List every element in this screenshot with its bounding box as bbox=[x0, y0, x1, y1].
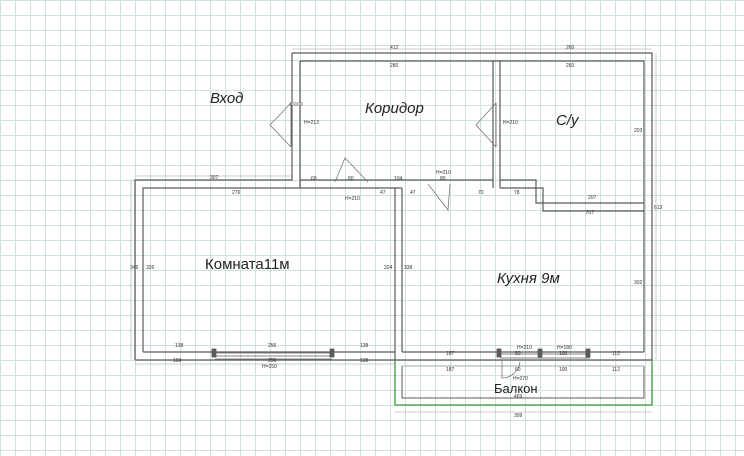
dim-label: 302 bbox=[634, 280, 643, 286]
dim-label: H=150 bbox=[262, 364, 277, 370]
dim-label: 168 bbox=[173, 358, 182, 364]
dim-label: 187 bbox=[446, 367, 455, 373]
dim-label: 100 bbox=[559, 351, 568, 357]
room-label-corridor: Коридор bbox=[365, 100, 424, 117]
dim-label: H=210 bbox=[345, 196, 360, 202]
kitchen-balcony-window bbox=[496, 348, 591, 379]
dim-label: 309 bbox=[514, 413, 523, 419]
dim-label: 469 bbox=[514, 394, 523, 400]
dim-label: H=213 bbox=[304, 120, 319, 126]
dim-label: 338 bbox=[404, 265, 413, 271]
room-label-entrance: Вход bbox=[210, 90, 244, 107]
dim-label: 260 bbox=[566, 63, 575, 69]
dim-label: 326 bbox=[146, 265, 155, 271]
dim-label: 203 bbox=[634, 128, 643, 134]
dim-label: 47 bbox=[410, 190, 416, 196]
dim-label: 138 bbox=[175, 343, 184, 349]
room-label-kitchen: Кухня 9м bbox=[497, 270, 560, 287]
doors bbox=[269, 102, 497, 212]
dim-label: 412 bbox=[390, 45, 399, 51]
walls bbox=[134, 52, 653, 361]
dim-label: 317 bbox=[586, 210, 595, 216]
dim-label: 80 bbox=[348, 176, 354, 182]
dim-label: 70 bbox=[478, 190, 484, 196]
dim-label: 349 bbox=[130, 265, 139, 271]
dim-label: 138 bbox=[360, 358, 369, 364]
dim-label: H=180 bbox=[557, 345, 572, 351]
dim-label: 256 bbox=[268, 343, 277, 349]
dimension-lines bbox=[130, 48, 657, 413]
dim-label: 80 bbox=[440, 176, 446, 182]
dim-label: 60 bbox=[515, 367, 521, 373]
room-window bbox=[211, 348, 335, 360]
dim-label: 280 bbox=[390, 63, 399, 69]
dim-label: H=210 bbox=[503, 120, 518, 126]
dim-label: H=210 bbox=[436, 170, 451, 176]
dim-label: 112 bbox=[612, 367, 620, 373]
dim-label: 78 bbox=[514, 190, 520, 196]
dim-label: 276 bbox=[232, 190, 241, 196]
balcony bbox=[394, 360, 653, 406]
dim-label: 47 bbox=[380, 190, 386, 196]
dim-label: 256 bbox=[268, 358, 277, 364]
dim-label: 138 bbox=[360, 343, 369, 349]
dim-label: 260 bbox=[566, 45, 575, 51]
dim-label: 69 bbox=[311, 176, 317, 182]
dim-label: 187 bbox=[446, 351, 455, 357]
room-label-balcony: Балкон bbox=[494, 381, 538, 396]
dim-label: 307 bbox=[210, 175, 219, 181]
dim-label: 112 bbox=[612, 351, 620, 357]
dim-label: H=210 bbox=[517, 345, 532, 351]
dim-label: 207 bbox=[588, 195, 597, 201]
room-label-bathroom: С/у bbox=[556, 112, 579, 129]
dim-label: 324 bbox=[384, 265, 393, 271]
dim-label: 613 bbox=[654, 205, 663, 211]
dim-label: 100 bbox=[559, 367, 568, 373]
room-label-room: Комната11м bbox=[205, 256, 290, 273]
dim-label: 104 bbox=[394, 176, 403, 182]
dim-label: 80 bbox=[515, 351, 521, 357]
dim-label: H=270 bbox=[513, 376, 528, 382]
